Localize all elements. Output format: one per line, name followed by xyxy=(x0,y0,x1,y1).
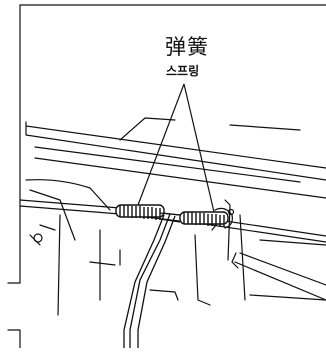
lower-frame xyxy=(57,214,121,316)
callout-title: 弹簧 xyxy=(165,35,209,59)
frame-outline xyxy=(7,4,326,349)
spring-left xyxy=(115,204,165,220)
leader-lines xyxy=(137,83,215,213)
spring-right xyxy=(179,211,229,227)
cable-handle xyxy=(123,212,181,348)
rail-inner-lines xyxy=(34,146,326,199)
left-bracket xyxy=(25,179,111,246)
lever xyxy=(231,252,326,301)
back-rail xyxy=(25,121,326,181)
callout-subtitle: 스프링 xyxy=(166,64,200,78)
